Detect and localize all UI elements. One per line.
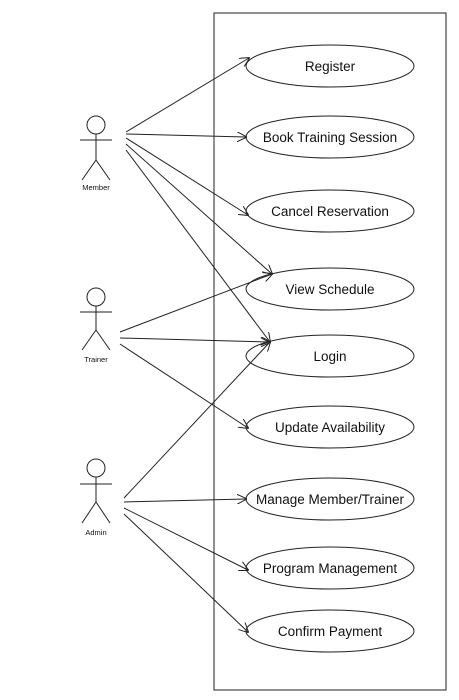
use-case-login[interactable]: Login bbox=[245, 334, 415, 378]
associations bbox=[119, 58, 272, 632]
association-member-schedule bbox=[125, 143, 272, 274]
association-trainer-availability bbox=[119, 343, 248, 428]
actor-trainer: Trainer bbox=[80, 287, 112, 364]
use-case-label: Book Training Session bbox=[263, 130, 397, 145]
association-member-book bbox=[125, 134, 246, 137]
association-member-register bbox=[125, 58, 249, 133]
actor-member: Member bbox=[80, 115, 112, 192]
use-case-register[interactable]: Register bbox=[245, 44, 415, 88]
association-admin-login bbox=[123, 342, 270, 499]
actor-label: Trainer bbox=[84, 355, 108, 364]
association-member-login bbox=[125, 149, 270, 342]
association-admin-payment bbox=[123, 513, 248, 632]
use-case-label: View Schedule bbox=[285, 282, 374, 297]
actor-label: Admin bbox=[85, 528, 106, 537]
use-case-update-availability[interactable]: Update Availability bbox=[245, 405, 415, 449]
association-trainer-login bbox=[119, 338, 270, 342]
use-case-label: Manage Member/Trainer bbox=[256, 492, 405, 507]
use-case-view-schedule[interactable]: View Schedule bbox=[245, 267, 415, 311]
actor-label: Member bbox=[82, 183, 110, 192]
use-case-confirm-payment[interactable]: Confirm Payment bbox=[245, 609, 415, 653]
use-case-label: Login bbox=[313, 349, 346, 364]
use-case-cancel-reservation[interactable]: Cancel Reservation bbox=[245, 189, 415, 233]
use-case-label: Program Management bbox=[263, 561, 398, 576]
use-case-book-training-session[interactable]: Book Training Session bbox=[245, 115, 415, 159]
use-case-label: Register bbox=[305, 59, 356, 74]
association-member-cancel bbox=[125, 137, 248, 215]
use-case-label: Update Availability bbox=[275, 420, 385, 435]
use-case-manage-member-trainer[interactable]: Manage Member/Trainer bbox=[245, 477, 415, 521]
association-trainer-schedule bbox=[119, 274, 272, 333]
use-case-program-management[interactable]: Program Management bbox=[245, 546, 415, 590]
association-admin-manage bbox=[123, 499, 246, 502]
actor-admin: Admin bbox=[80, 458, 112, 537]
association-admin-program bbox=[123, 507, 248, 570]
use-case-label: Cancel Reservation bbox=[271, 204, 389, 219]
use-case-label: Confirm Payment bbox=[278, 624, 383, 639]
system-boundary bbox=[213, 12, 447, 691]
